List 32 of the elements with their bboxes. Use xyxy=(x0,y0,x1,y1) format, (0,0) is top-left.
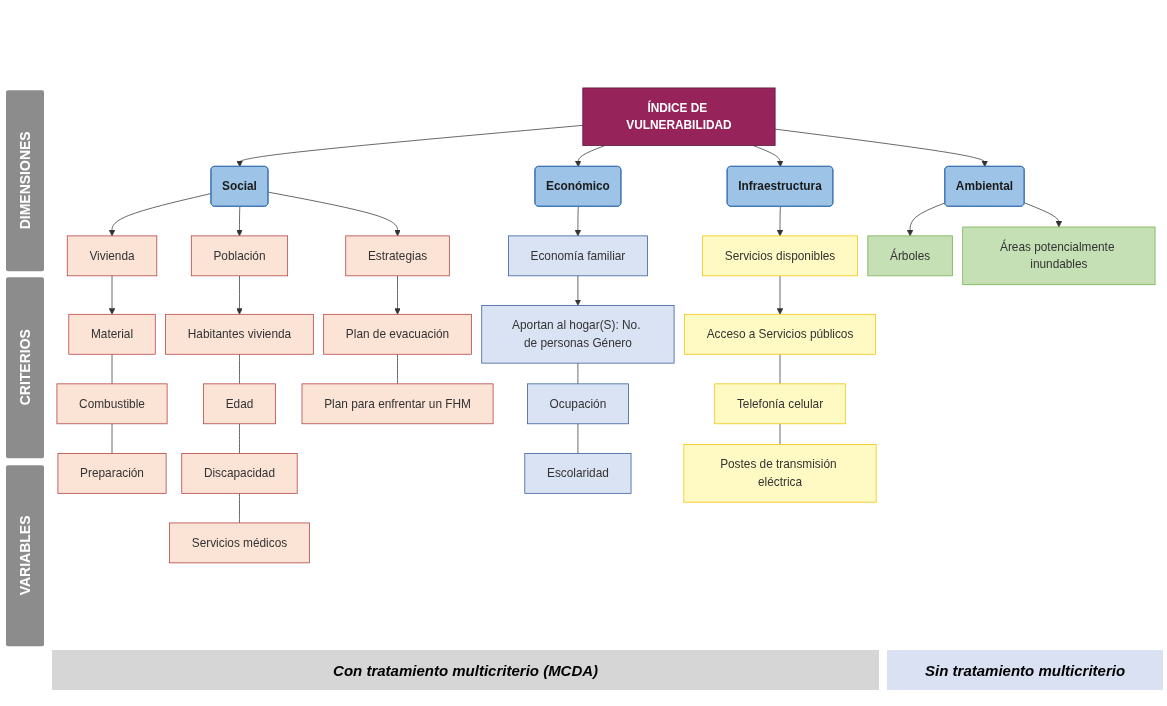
node-box: Combustible xyxy=(56,383,167,424)
connector xyxy=(396,353,398,384)
connector xyxy=(238,353,240,384)
node-box: Áreas potencialmente inundables xyxy=(961,226,1155,285)
node-box: Edad xyxy=(202,383,276,424)
node-box: Escolaridad xyxy=(523,452,631,494)
node-box: Árboles xyxy=(866,235,953,276)
node-box: Telefonía celular xyxy=(713,383,846,424)
node-box: Habitantes vivienda xyxy=(164,313,314,355)
node-box: Material xyxy=(67,313,156,355)
node-box: Plan para enfrentar un FHM xyxy=(301,383,493,424)
footer-label: Con tratamiento multicriterio (MCDA) xyxy=(52,650,880,690)
node-box: Estrategias xyxy=(344,235,450,276)
node-box: Acceso a Servicios públicos xyxy=(683,313,876,355)
node-box: Aportan al hogar(S): No. de personas Género xyxy=(480,304,674,364)
footer-label: Sin tratamiento multicriterio xyxy=(887,650,1163,690)
connector xyxy=(238,423,240,454)
node-box: Plan de evacuación xyxy=(322,313,472,355)
node-box: Preparación xyxy=(57,452,166,494)
node-box: Servicios disponibles xyxy=(701,235,858,276)
node-box: ÍNDICE DE VULNERABILIDAD xyxy=(581,87,775,146)
node-box: Servicios médicos xyxy=(168,522,310,563)
node-box: Postes de transmisión eléctrica xyxy=(682,443,877,503)
row-label: CRITERIOS xyxy=(6,277,44,459)
node-box: Vivienda xyxy=(66,235,157,276)
node-box: Discapacidad xyxy=(180,452,298,494)
node-box: Ocupación xyxy=(526,383,629,424)
node-box: Economía familiar xyxy=(507,235,648,276)
connector xyxy=(238,492,240,523)
row-label: DIMENSIONES xyxy=(6,90,44,272)
row-label: VARIABLES xyxy=(6,464,44,646)
node-box: Población xyxy=(190,235,288,276)
